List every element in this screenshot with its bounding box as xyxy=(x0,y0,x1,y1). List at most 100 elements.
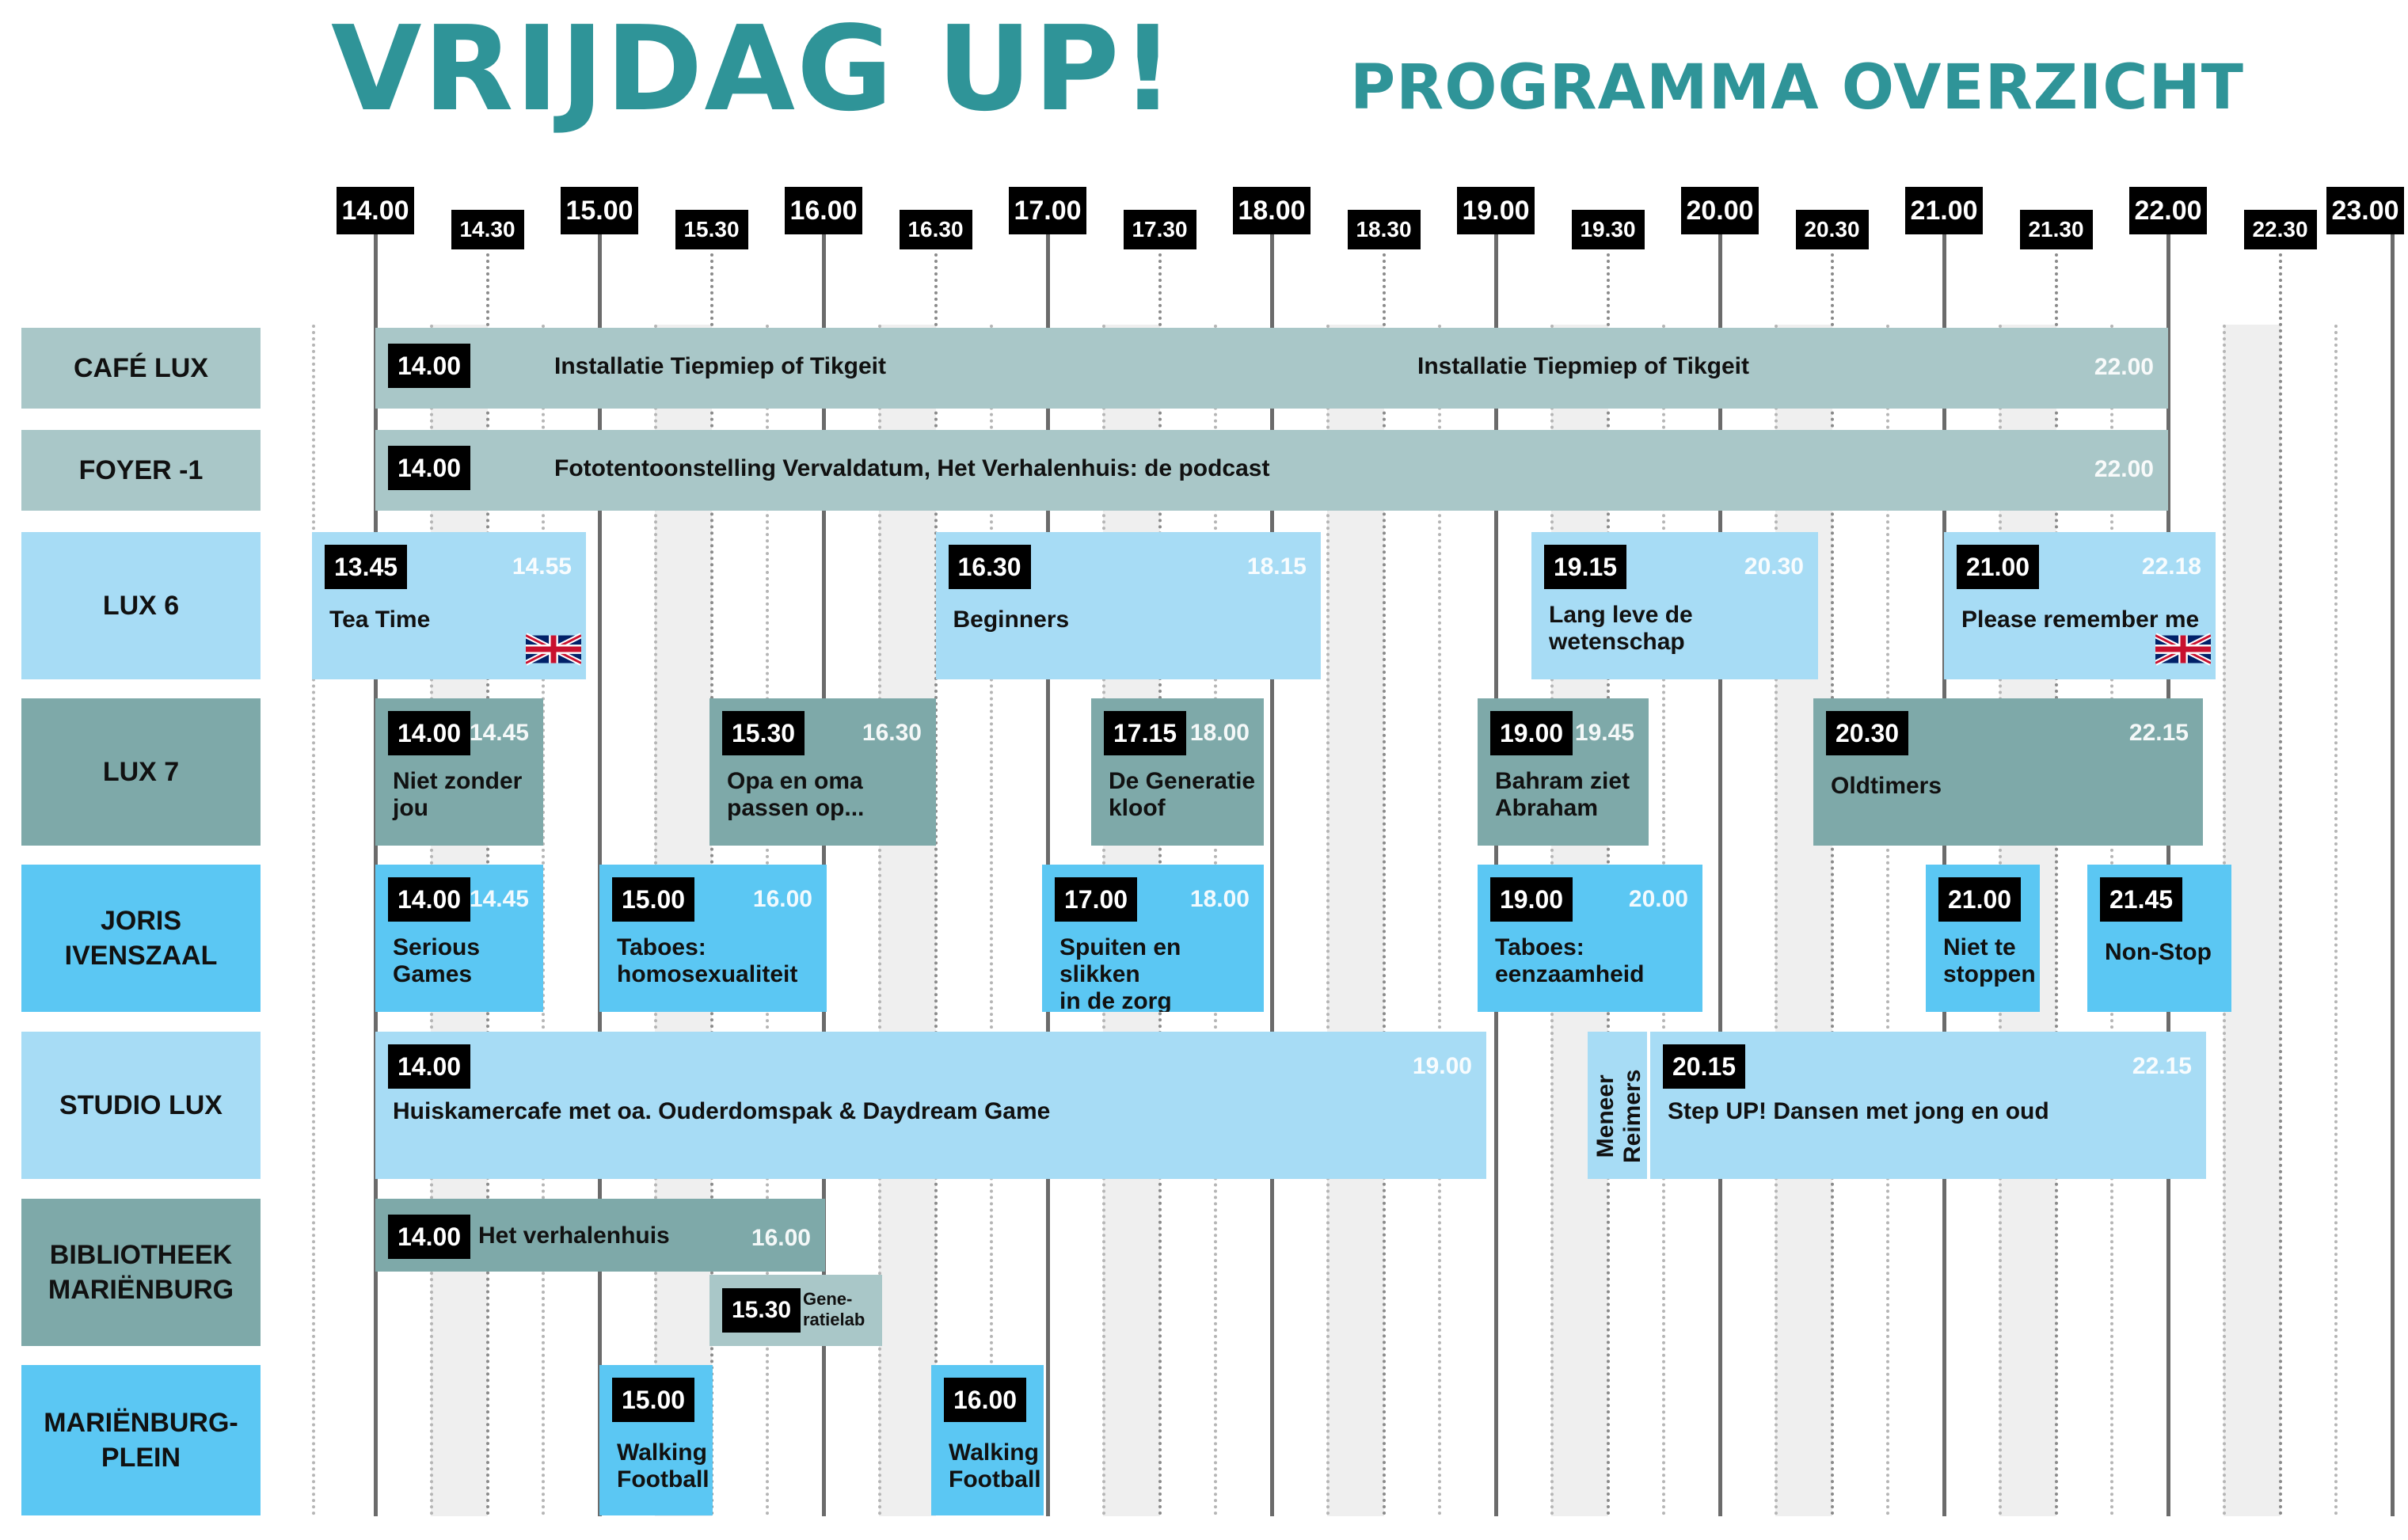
start-time-badge: 14.00 xyxy=(388,344,471,388)
end-time: 19.45 xyxy=(1574,720,1634,746)
event-title: Spuiten en slikken in de zorg xyxy=(1059,934,1181,1012)
end-time: 22.15 xyxy=(2132,1053,2192,1079)
start-time-badge: 21.00 xyxy=(1957,545,2040,589)
event-title: De Generatie kloof xyxy=(1109,768,1256,821)
grid-band xyxy=(1775,325,1832,1516)
end-time: 22.00 xyxy=(2094,354,2154,380)
hall-label: LUX 7 xyxy=(21,698,261,846)
time-tick-label: 17.00 xyxy=(1009,187,1086,234)
grid-line-quarter xyxy=(2334,325,2338,1516)
page-title: VRIJDAG UP! xyxy=(331,1,1177,137)
start-time-badge: 14.00 xyxy=(388,711,471,755)
end-time: 20.30 xyxy=(1744,553,1804,580)
time-tick-label: 22.00 xyxy=(2129,187,2207,234)
event-block[interactable]: Meneer Reimers xyxy=(1588,1032,1647,1179)
time-tick-label: 19.00 xyxy=(1457,187,1535,234)
end-time: 16.30 xyxy=(862,720,922,746)
start-time-badge: 16.30 xyxy=(948,545,1031,589)
start-time-badge: 20.15 xyxy=(1663,1044,1746,1089)
event-title: Beginners xyxy=(953,606,1070,633)
grid-band xyxy=(879,325,936,1516)
time-tick-label: 14.30 xyxy=(451,210,524,249)
event-title: Huiskamercafe met oa. Ouderdomspak & Day… xyxy=(393,1098,1051,1124)
event-title: Step UP! Dansen met jong en oud xyxy=(1668,1098,2049,1124)
grid-line-quarter xyxy=(312,325,315,1516)
event-title: Lang leve de wetenschap xyxy=(1549,602,1693,655)
event-title: Opa en oma passen op... xyxy=(727,768,865,821)
time-tick-label: 15.00 xyxy=(561,187,638,234)
time-tick-label: 15.30 xyxy=(675,210,748,249)
uk-flag-icon xyxy=(524,632,583,667)
time-tick-label: 18.00 xyxy=(1233,187,1311,234)
grid-line-half xyxy=(1830,253,1834,1516)
event-title: Fototentoonstelling Vervaldatum, Het Ver… xyxy=(554,455,1270,481)
end-time: 22.15 xyxy=(2128,720,2189,746)
grid-line-quarter xyxy=(877,325,881,1516)
hall-label: STUDIO LUX xyxy=(21,1032,261,1179)
event-title: Taboes: eenzaamheid xyxy=(1495,934,1645,987)
grid-line-hour xyxy=(1270,214,1274,1516)
uk-flag-icon xyxy=(2154,632,2212,667)
event-title: Tea Time xyxy=(329,606,431,633)
event-title: Installatie Tiepmiep of Tikgeit xyxy=(554,353,886,379)
end-time: 18.15 xyxy=(1246,553,1307,580)
time-tick-label: 17.30 xyxy=(1123,210,1196,249)
start-time-badge: 17.00 xyxy=(1055,877,1138,922)
event-block[interactable]: 14.00 22.00 Installatie Tiepmiep of Tikgei… xyxy=(375,328,2168,409)
end-time: 16.00 xyxy=(751,1225,811,1251)
end-time: 14.45 xyxy=(469,720,529,746)
time-tick-label: 21.00 xyxy=(1905,187,1983,234)
event-title: Oldtimers xyxy=(1831,773,1942,799)
grid-band xyxy=(2224,325,2281,1516)
event-title: Taboes: homosexualiteit xyxy=(617,934,798,987)
event-title-repeat: Installatie Tiepmiep of Tikgeit xyxy=(1417,353,1749,379)
start-time-badge: 14.00 xyxy=(388,446,471,490)
start-time-badge: 16.00 xyxy=(944,1378,1027,1422)
start-time-badge: 19.00 xyxy=(1490,711,1573,755)
event-title: Het verhalenhuis xyxy=(478,1222,670,1249)
event-title: Non-Stop xyxy=(2105,939,2212,965)
time-tick-label: 16.30 xyxy=(899,210,972,249)
grid-line-hour xyxy=(2391,214,2395,1516)
end-time: 14.45 xyxy=(469,886,529,912)
end-time: 18.00 xyxy=(1189,720,1250,746)
start-time-badge: 20.30 xyxy=(1826,711,1909,755)
event-title: Walking Football xyxy=(617,1439,709,1492)
grid-line-quarter xyxy=(1326,325,1330,1516)
grid-line-quarter xyxy=(1886,325,1890,1516)
grid-band xyxy=(1327,325,1384,1516)
start-time-badge: 21.00 xyxy=(1938,877,2022,922)
hall-label: LUX 6 xyxy=(21,532,261,679)
hall-label: CAFÉ LUX xyxy=(21,328,261,409)
end-time: 19.00 xyxy=(1412,1053,1472,1079)
hall-label: JORIS IVENSZAAL xyxy=(21,865,261,1012)
time-tick-label: 21.30 xyxy=(2019,210,2093,249)
start-time-badge: 15.00 xyxy=(612,877,695,922)
start-time-badge: 14.00 xyxy=(388,1044,471,1089)
event-title: Niet te stoppen xyxy=(1943,934,2036,987)
time-tick-label: 20.30 xyxy=(1795,210,1869,249)
